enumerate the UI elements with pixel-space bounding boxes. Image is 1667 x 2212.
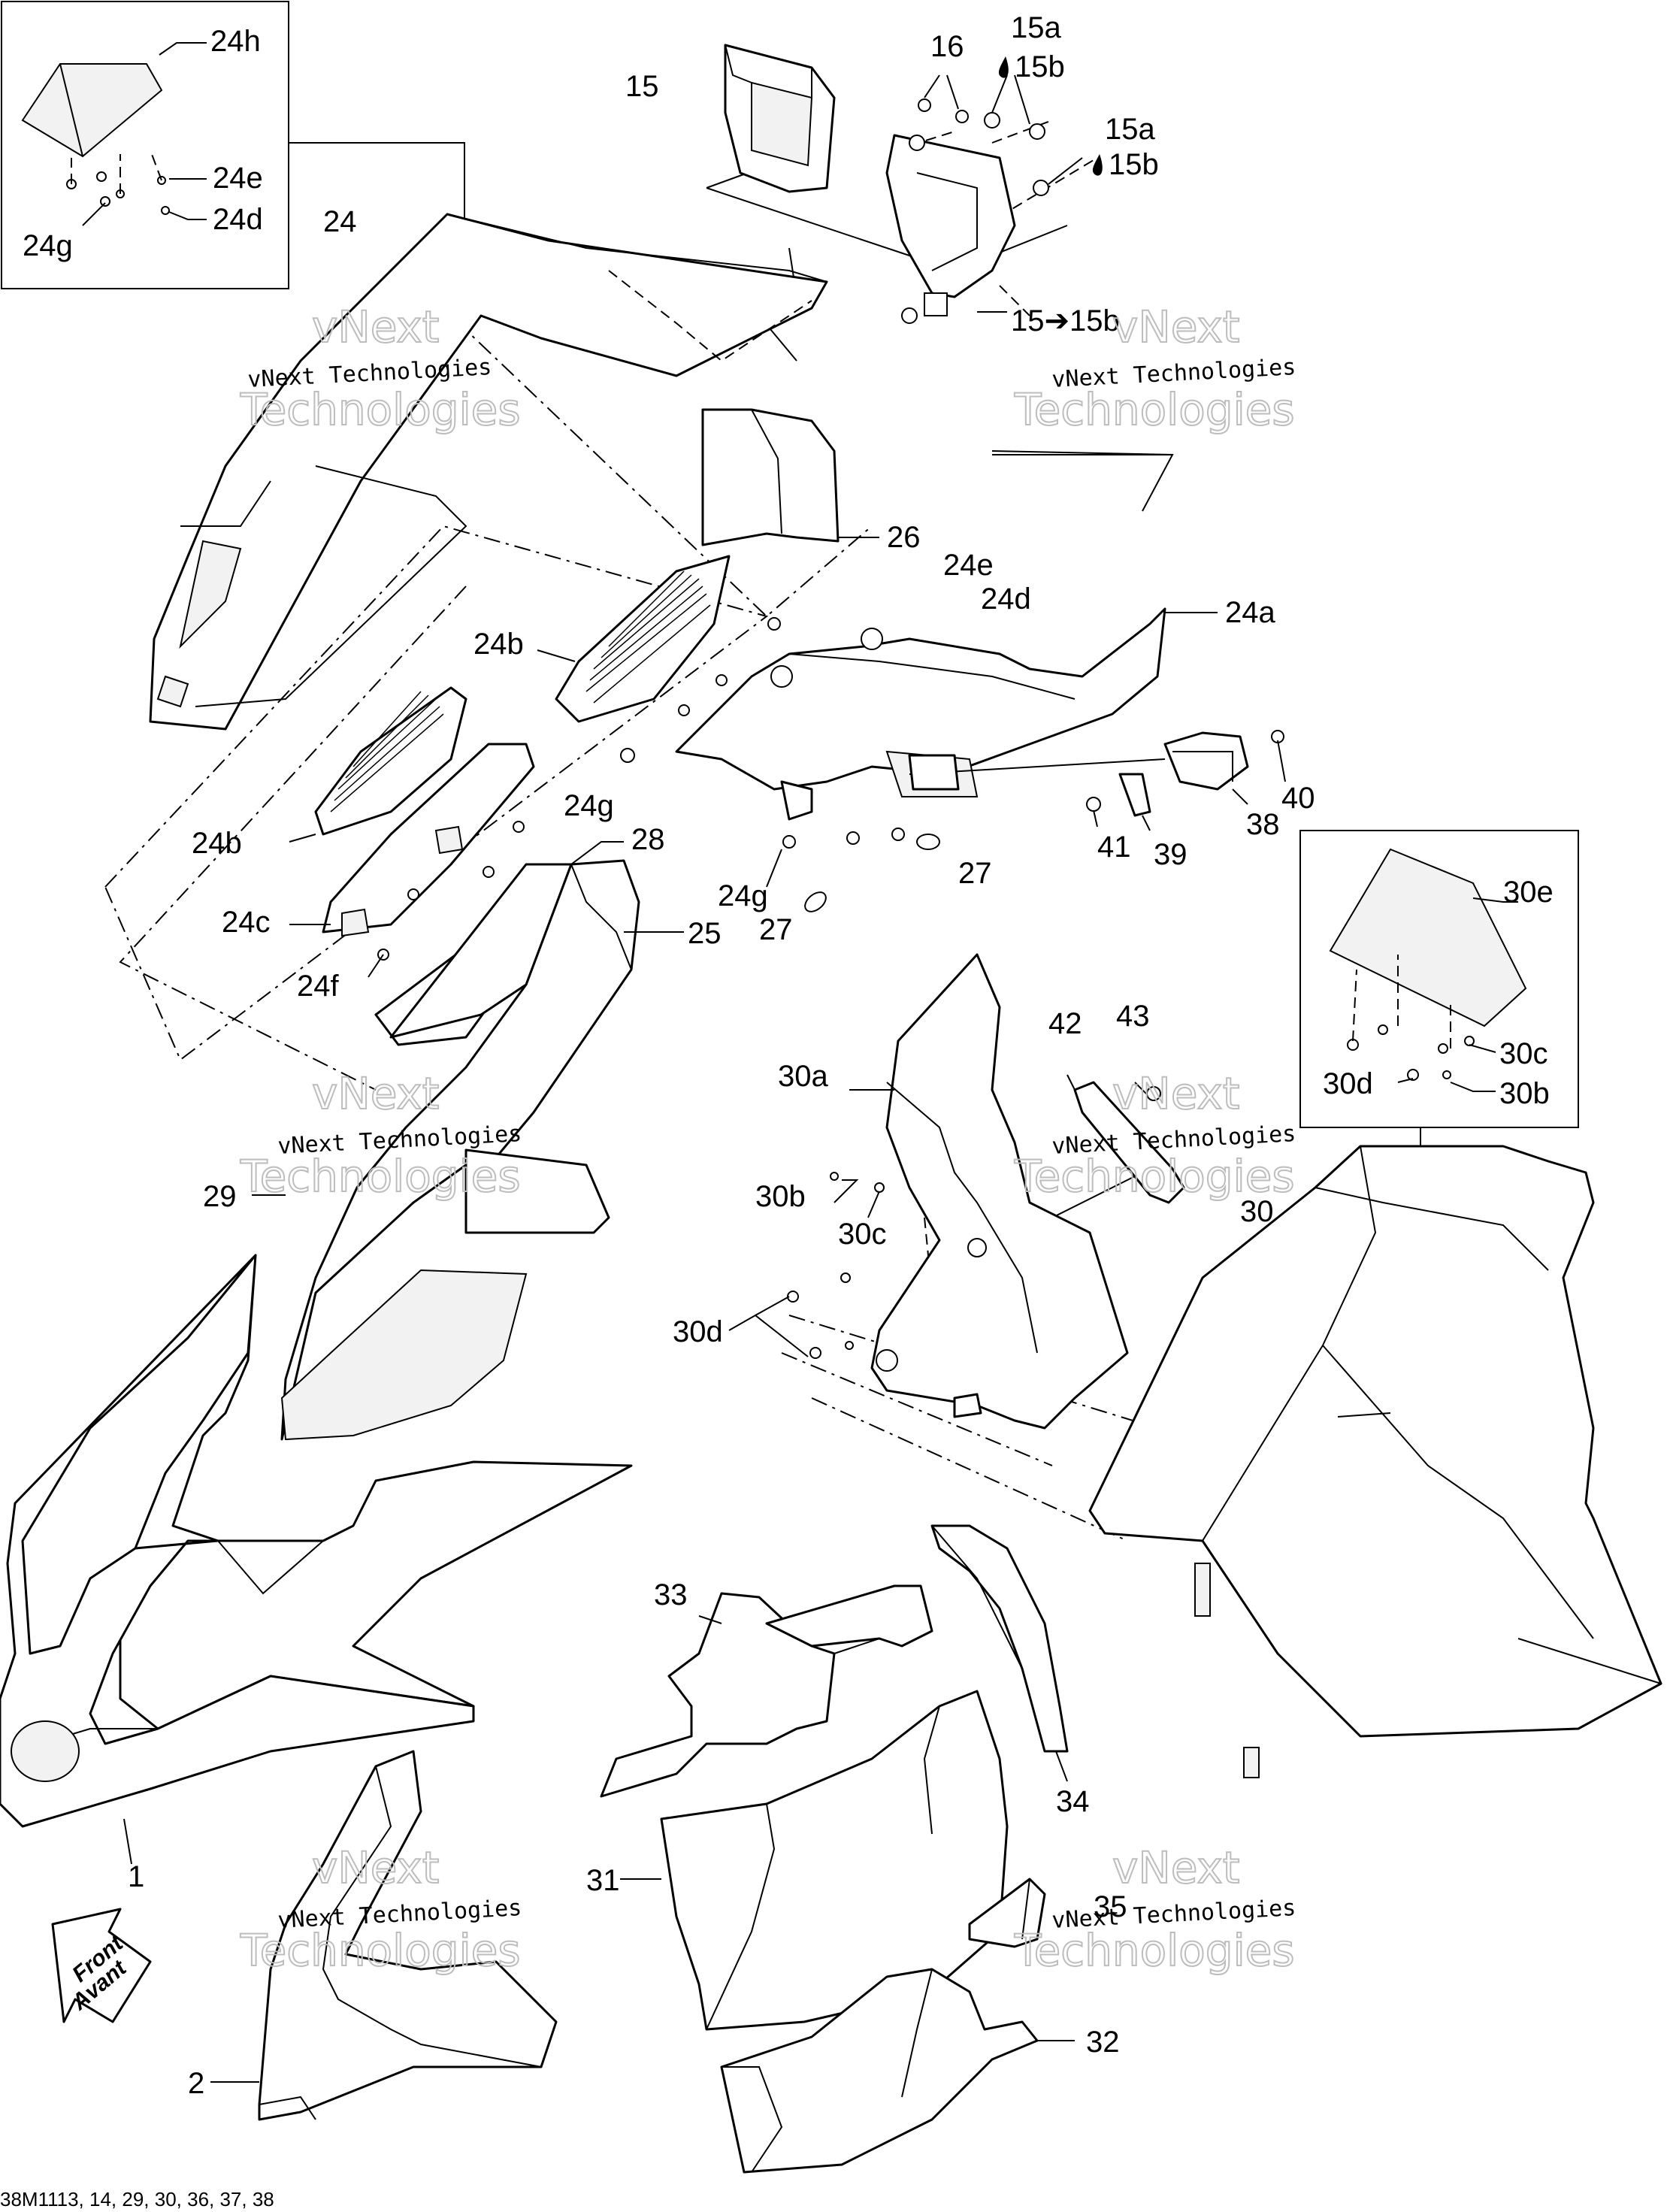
callout-15b-2: 15b [1109,148,1159,181]
callout-31: 31 [586,1864,620,1897]
callout-24d-mid: 24d [981,583,1031,616]
drop-icon [1092,154,1103,176]
callout-30c-box: 30c [1499,1037,1548,1070]
callout-24g-low: 24g [718,879,768,912]
callout-26: 26 [887,521,921,554]
part-30-fairing [1088,1145,1662,1778]
callout-15-to-15b: 15➔15b [1011,304,1120,337]
callout-24b-2: 24b [192,827,242,860]
callout-30c: 30c [838,1218,887,1251]
svg-text:Technologies: Technologies [1014,1151,1295,1202]
part-32 [720,1968,1075,2174]
callout-30b: 30b [755,1180,806,1213]
callout-16: 16 [930,30,964,63]
callout-30a: 30a [778,1060,828,1093]
part-24b-grille-upper [537,555,781,763]
svg-text:Technologies: Technologies [240,384,521,435]
svg-text:vNext: vNext [312,301,439,353]
watermark-4: vNext Technologies vNext Technologies [1013,1067,1296,1203]
callout-2: 2 [188,2067,204,2100]
callout-33: 33 [654,1578,688,1611]
part-35 [968,1878,1046,1948]
callout-24a: 24a [1225,596,1275,629]
callout-24: 24 [323,205,357,238]
drop-icon [998,56,1009,78]
watermark-5: vNext Technologies vNext Technologies [239,1841,522,1977]
svg-text:Technologies: Technologies [1014,384,1295,435]
inset-box-24h [1,1,289,289]
part-2-lower [210,1750,558,2121]
callout-24g-top: 24g [23,229,73,262]
svg-text:vNext: vNext [1112,301,1239,353]
callout-27-1: 27 [958,857,992,890]
callout-24h: 24h [210,25,261,58]
callout-29: 29 [203,1180,237,1213]
callout-30b-box: 30b [1499,1077,1550,1110]
callout-24g-mid: 24g [564,789,614,822]
callout-30d-box: 30d [1323,1067,1373,1100]
part-33 [600,1584,933,1798]
part-34 [930,1524,1069,1782]
callout-39: 39 [1154,838,1187,871]
callout-27-2: 27 [759,913,793,946]
drawing-reference: 38M1113, 14, 29, 30, 36, 37, 38 [0,2188,274,2210]
callout-28: 28 [631,823,665,856]
part-1-nose [0,1254,633,1865]
callout-24b-1: 24b [473,628,524,661]
callout-15: 15 [625,70,659,103]
callout-1: 1 [128,1860,144,1893]
part-38-41-hardware [766,730,1286,912]
part-24h-shape [21,63,163,158]
svg-text:Technologies: Technologies [240,1925,521,1976]
callout-42: 42 [1048,1007,1082,1040]
callout-40: 40 [1281,782,1315,815]
callout-15a-1: 15a [1011,11,1061,44]
part-25-panel [252,841,684,1441]
watermark-1: vNext Technologies vNext Technologies [239,301,522,436]
front-direction-arrow: Front Avant [51,1908,152,2023]
callout-24f: 24f [297,970,339,1003]
callout-32: 32 [1086,2026,1120,2059]
callout-25: 25 [688,917,722,950]
callout-24c: 24c [222,906,271,939]
callout-24d-top: 24d [213,203,263,236]
callout-30: 30 [1240,1195,1274,1228]
inset-box-30e [1299,830,1579,1128]
callout-30d: 30d [673,1315,723,1348]
watermark-2: vNext Technologies vNext Technologies [1013,301,1296,436]
callout-41: 41 [1097,831,1131,864]
callout-38: 38 [1246,808,1280,841]
callout-43: 43 [1116,1000,1150,1033]
part-42-43-bracket [1066,1074,1185,1204]
watermarks: vNext Technologies vNext Technologies vN… [239,301,1296,1977]
watermark-6: vNext Technologies vNext Technologies [1013,1841,1296,1977]
part-24-hood [149,213,828,731]
part-24b-grille-lower [289,686,535,978]
svg-text:vNext: vNext [312,1842,439,1893]
svg-text:Technologies: Technologies [240,1151,521,1202]
part-30a-bracket [728,953,1129,1430]
part-15-headlight [724,44,836,193]
svg-text:vNext: vNext [312,1068,439,1119]
headlight-lens [11,1720,80,1782]
part-26 [701,408,879,546]
callout-15a-2: 15a [1105,113,1155,146]
callout-35: 35 [1094,1890,1127,1923]
callout-34: 34 [1056,1785,1090,1818]
svg-text:Technologies: Technologies [1014,1925,1295,1976]
part-15-bracket [885,74,1083,324]
svg-text:vNext: vNext [1112,1842,1239,1893]
callout-15b-1: 15b [1015,50,1065,83]
svg-text:vNext: vNext [1112,1068,1239,1119]
part-30e-shape [1329,848,1527,1027]
callout-24e-mid: 24e [943,549,994,582]
callout-30e: 30e [1503,876,1554,909]
callout-labels: 24h 24e 24d 24g 24 15 16 15a 15b 15a 15b… [23,11,1554,2100]
callout-24e-top: 24e [213,162,263,195]
